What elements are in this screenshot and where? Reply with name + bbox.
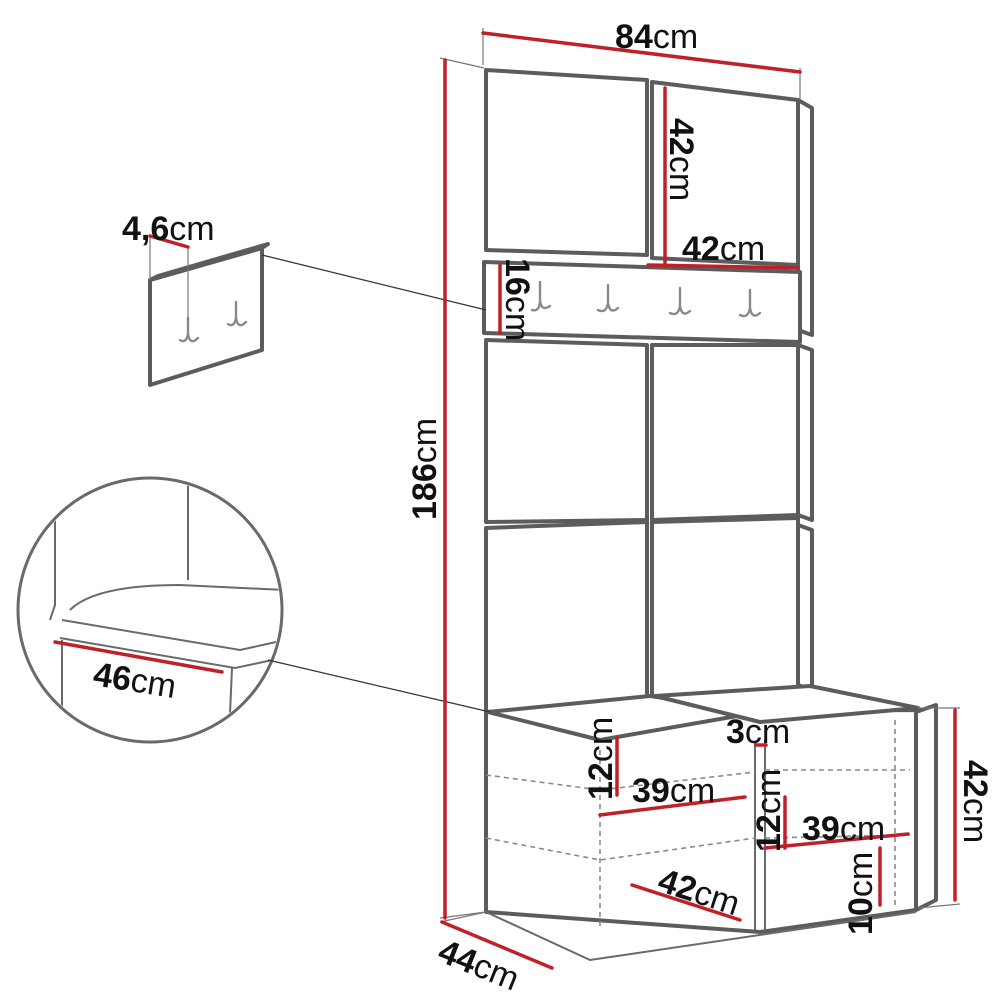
- dim-line-rail-depth: [148, 234, 190, 249]
- label-right-bottom-gap: 10cm: [842, 852, 880, 935]
- label-left-shelf-width: 39cm: [632, 772, 715, 810]
- seat-detail-circle: [16, 476, 284, 744]
- panel-side-strip-low: [796, 523, 814, 692]
- panel-low-left: [484, 520, 649, 714]
- label-seat-depth: 46cm: [91, 655, 179, 706]
- seat-detail: [16, 476, 491, 744]
- label-total-width: 84cm: [615, 18, 698, 56]
- wall-panels: [482, 68, 814, 714]
- dimension-labels: 84cm 186cm 42cm 42cm 16cm 4,6cm 46cm 44c…: [91, 18, 994, 999]
- hook-rail-detail: [148, 242, 487, 387]
- panel-top-left: [484, 68, 649, 257]
- label-left-shelf-spacing: 12cm: [582, 717, 620, 800]
- bench-side: [914, 703, 938, 912]
- detail-leader-hook: [261, 254, 487, 311]
- label-rail-depth: 4,6cm: [122, 210, 215, 248]
- panel-side-strip-mid: [796, 343, 814, 522]
- dimension-lines: [53, 28, 961, 970]
- label-divider: 3cm: [726, 713, 790, 751]
- dim-line-depth: [440, 920, 554, 970]
- label-depth: 44cm: [433, 932, 524, 998]
- label-rail-height: 16cm: [498, 258, 536, 341]
- dim-line-right-shelf-width: [763, 832, 910, 850]
- label-right-shelf-spacing: 12cm: [750, 769, 788, 852]
- dim-line-panel-width: [646, 263, 800, 270]
- coat-hook-icon: [530, 280, 762, 318]
- label-right-shelf-width: 39cm: [802, 810, 885, 848]
- dim-line-left-shelf-width: [598, 795, 747, 817]
- label-bench-height: 42cm: [956, 760, 994, 843]
- panel-low-right: [650, 516, 800, 700]
- hook-rail-detail-panel: [148, 246, 264, 387]
- label-panel-height: 42cm: [662, 118, 700, 201]
- panel-mid-right: [650, 343, 800, 522]
- dim-line-seat-depth: [53, 640, 224, 674]
- label-total-height: 186cm: [406, 418, 444, 520]
- dim-line-total-width: [481, 31, 802, 74]
- dim-line-bottom-width: [630, 883, 742, 922]
- detail-leader-seat: [267, 659, 491, 713]
- label-panel-width: 42cm: [682, 230, 765, 268]
- bench: [484, 684, 938, 962]
- panel-mid-left: [484, 338, 649, 524]
- panel-top-right: [650, 80, 800, 267]
